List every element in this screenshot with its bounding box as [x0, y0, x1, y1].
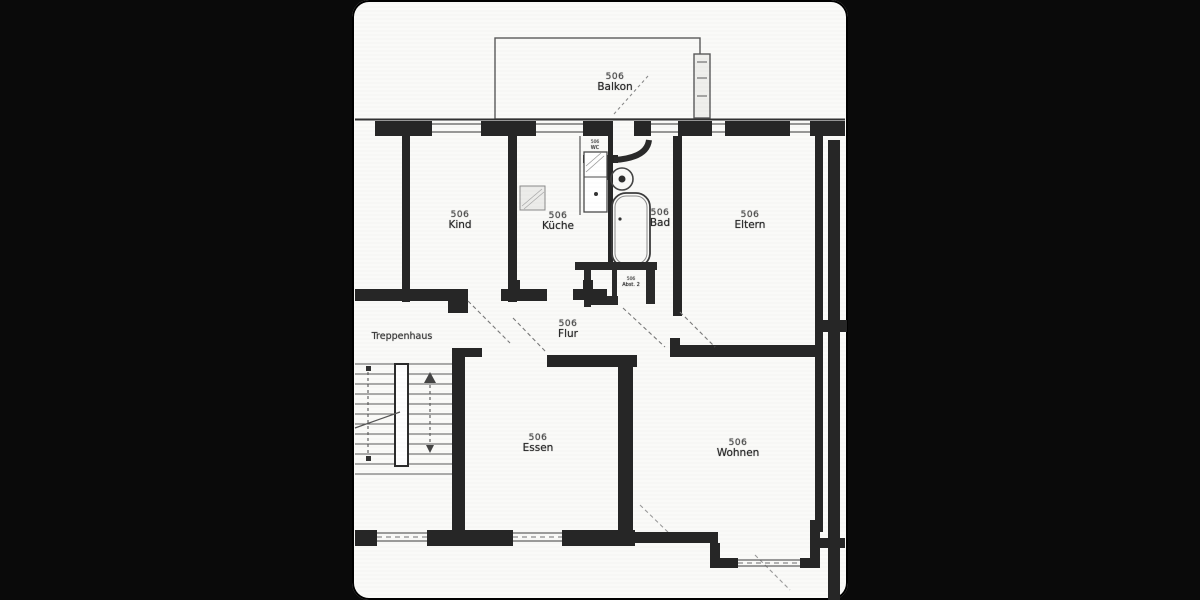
room-label-eltern: 506 Eltern: [734, 209, 766, 232]
stove-icon: [519, 185, 546, 211]
interior-walls-upper: [402, 136, 682, 316]
room-label-wohnen: 506 Wohnen: [716, 437, 760, 460]
right-walls: [815, 136, 847, 600]
hallway-north-wall: [355, 280, 607, 313]
room-label-flur: 506 Flur: [558, 318, 578, 341]
washbasin-icon: [610, 167, 634, 191]
room-label-bad: 506 Bad: [649, 207, 671, 230]
hallway-south-walls: [452, 338, 818, 532]
room-label-treppenhaus: Treppenhaus: [371, 331, 433, 343]
top-wall-windows: [432, 123, 810, 133]
bottom-wall-windows: [377, 532, 562, 542]
bay-windows: [738, 559, 800, 567]
room-label-abstellraum: 506 Abst. 2: [622, 277, 640, 288]
floorplan-canvas: 506 Balkon 506 Kind 506 Küche 506 WC 506…: [352, 0, 848, 600]
room-label-kueche: 506 Küche: [542, 210, 574, 233]
stairs-icon: [354, 363, 452, 475]
exterior-wall-bottom: [355, 530, 635, 546]
sink-counter-icon: [583, 151, 608, 213]
floorplan-drawing: [354, 37, 847, 600]
door-swing-lines: [467, 300, 791, 591]
room-label-wc: 506 WC: [590, 140, 600, 151]
room-label-kind: 506 Kind: [448, 209, 472, 232]
room-label-essen: 506 Essen: [522, 432, 554, 455]
room-label-balkon: 506 Balkon: [597, 71, 633, 94]
bathtub-icon: [611, 192, 651, 268]
balcony-door-swing: [613, 75, 649, 115]
bay-window-walls: [635, 520, 845, 568]
exterior-wall-top: [355, 118, 845, 136]
